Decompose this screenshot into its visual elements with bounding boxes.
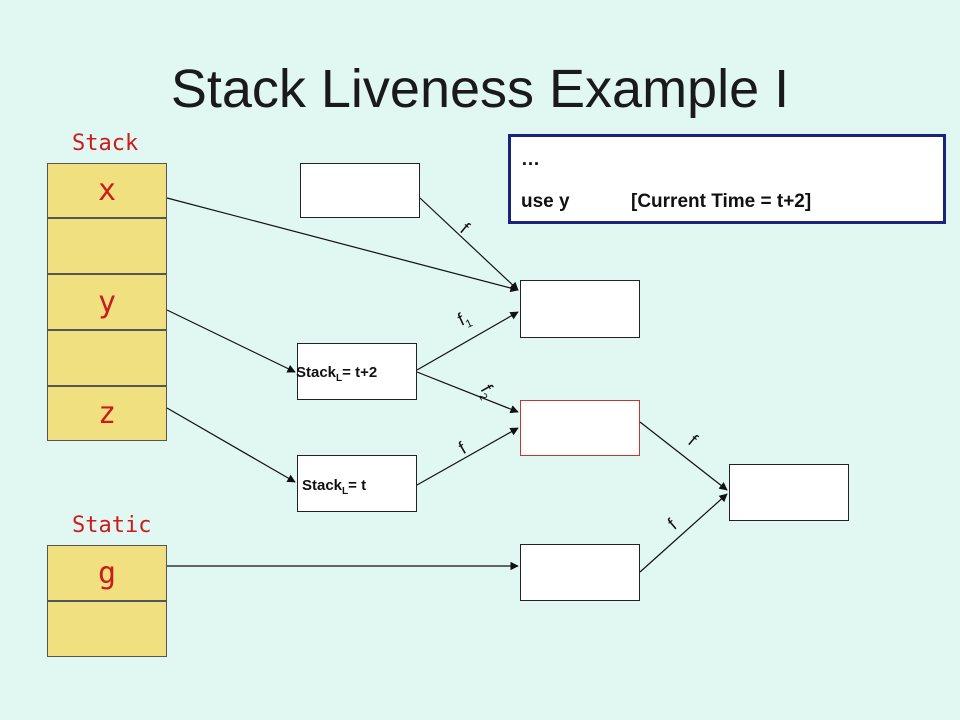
callout-current-time: [Current Time = t+2]	[631, 191, 812, 212]
stack-cell-x: x	[47, 163, 167, 218]
callout-use-y: use y	[521, 191, 570, 212]
edge-y-to-stack-l-t2	[166, 309, 296, 373]
stack-label: Stack	[72, 131, 139, 156]
static-cell-empty	[47, 601, 167, 657]
stack-l-t2-text: StackL= t+2	[296, 364, 378, 384]
object-box-right	[729, 464, 849, 521]
callout-box: … use y [Current Time = t+2]	[508, 134, 946, 224]
static-cell-g: g	[47, 545, 167, 601]
edge-top-to-target-1	[419, 197, 519, 291]
stack-l-t-text: StackL= t	[302, 477, 367, 497]
edge-target-2-to-right	[639, 421, 728, 491]
edge-static-target-to-right	[639, 493, 728, 573]
object-box-stack-l-t2	[297, 343, 417, 400]
static-label: Static	[72, 513, 152, 538]
callout-ellipsis: …	[521, 149, 540, 170]
edge-z-to-stack-l-t	[166, 407, 296, 483]
object-box-top	[300, 163, 420, 218]
stack-cell-empty-2	[47, 330, 167, 386]
slide-title: Stack Liveness Example I	[170, 59, 790, 119]
object-box-target-2	[520, 400, 640, 456]
object-box-target-1	[520, 280, 640, 338]
edge-stack-l-t2-to-target-2	[416, 371, 519, 414]
edge-x-to-target-1	[166, 197, 519, 293]
edge-stack-l-t-to-target-2	[416, 427, 519, 486]
edge-stack-l-t2-to-target-1	[416, 311, 519, 371]
stack-cell-z: z	[47, 386, 167, 441]
stack-cell-y: y	[47, 274, 167, 330]
object-box-stack-l-t	[297, 455, 417, 512]
object-box-static-target	[520, 544, 640, 601]
stack-cell-empty-1	[47, 218, 167, 274]
